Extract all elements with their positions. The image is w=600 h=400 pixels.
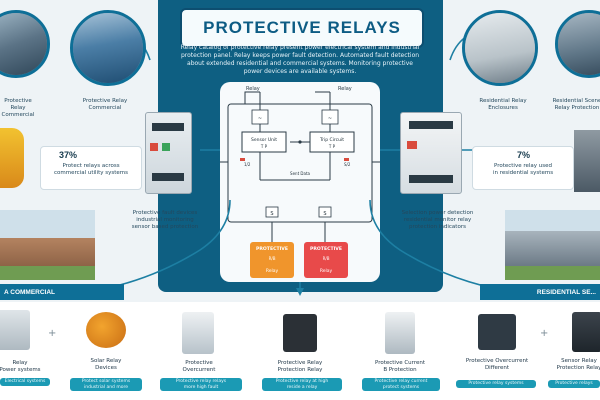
relay-device-left: [145, 112, 192, 194]
caption-right-top2: Residential Scene Relay Protection: [552, 98, 600, 111]
plus-icon: +: [48, 328, 57, 339]
product-name-2: Protective Overcurrent: [182, 360, 216, 373]
product-name-5: Protective Overcurrent Different: [465, 358, 529, 371]
block-right-label: Trip Circuit: [319, 137, 344, 143]
product-image-6: [572, 312, 600, 352]
caption-left-mid: Protective Relay Commercial: [82, 98, 128, 111]
relay-indicator-red: [150, 143, 158, 151]
product-name-4: Protective Current B Protection: [374, 360, 426, 373]
stat-pct-right: 7%: [517, 150, 531, 160]
plus-icon: +: [540, 328, 549, 339]
product-desc-3: Protective relay at high reside a relay: [262, 378, 342, 391]
relay-indicator-green: [162, 143, 170, 151]
circuit-diagram: ~ ~ Relay Relay Sensor Unit T P Trip Cir…: [216, 86, 384, 278]
product-name-6: Sensor Relay Protection Relay: [556, 358, 600, 371]
output-red-title: PROTECTIVE: [310, 246, 342, 252]
relay-text-left: Protective fault devices industrial moni…: [131, 210, 199, 230]
product-desc-5: Protective relay systems: [456, 380, 536, 388]
relay-coil-right: [321, 109, 339, 125]
relay-indicator-red: [407, 141, 417, 149]
banner-left: A COMMERCIAL: [0, 284, 124, 300]
caption-right-top: Residential Relay Enclosures: [479, 98, 527, 111]
label-right: Relay: [338, 86, 352, 92]
relay-device-right: [400, 112, 462, 194]
output-orange-box: [250, 242, 294, 278]
relay-coil-left: [251, 109, 269, 125]
product-desc-4: Protective relay current protect systems: [362, 378, 440, 391]
page-title: PROTECTIVE RELAYS: [203, 18, 401, 37]
switch-right-label: S: [323, 211, 326, 217]
output-orange-mid: R/B: [269, 256, 276, 261]
relay-terminal: [409, 175, 453, 183]
output-red-box: [304, 242, 348, 278]
banner-right: RESIDENTIAL SE...: [480, 284, 600, 300]
product-image-2: [182, 312, 214, 354]
switch-left-label: S: [270, 211, 273, 217]
product-image-3: [283, 314, 317, 352]
output-orange-title: PROTECTIVE: [256, 246, 288, 252]
intro-text: Relay catalog of protective relay presen…: [180, 44, 420, 75]
relay-terminal: [152, 173, 184, 181]
trip-block: [309, 131, 355, 153]
photo-industrial-panel: [0, 10, 50, 78]
product-desc-1: Protect solar systems industrial and mor…: [70, 378, 142, 391]
output-orange-sub: Relay: [266, 268, 279, 274]
product-name-1: Solar Relay Devices: [90, 358, 122, 371]
stat-pct-left: 37%: [59, 150, 78, 160]
small-right: S/2: [344, 162, 351, 167]
block-left-sub: T P: [260, 144, 268, 149]
stat-box-left: 37% Protect relays across commercial uti…: [40, 146, 142, 190]
coil-label: ~: [328, 116, 332, 122]
photo-control-panel: [555, 10, 600, 78]
output-red-mid: R/B: [323, 256, 330, 261]
product-name-3: Protective Relay Protection Relay: [277, 360, 323, 373]
marker: [344, 158, 349, 161]
stat-text-left: Protect relays across commercial utility…: [54, 163, 128, 176]
mid-label: Sent Data: [290, 171, 310, 176]
banner-left-label: A COMMERCIAL: [4, 288, 56, 296]
banner-right-label: RESIDENTIAL SE...: [536, 288, 596, 296]
photo-hand-device: [574, 130, 600, 192]
caption-left-top: Protective Relay Commercial: [1, 98, 35, 118]
arrow-down-icon: [296, 288, 304, 296]
circuit-diagram-card: ~ ~ Relay Relay Sensor Unit T P Trip Cir…: [216, 82, 384, 282]
product-desc-6: Protective relays: [548, 380, 600, 388]
product-image-0: [0, 310, 30, 350]
photo-relay-enclosure: [462, 10, 538, 86]
marker: [240, 158, 245, 161]
sensor-block: [241, 131, 287, 153]
wire-loop: [227, 103, 373, 223]
product-image-4: [385, 312, 415, 354]
product-desc-2: Protective relay relays more high fault: [160, 378, 242, 391]
label-left: Relay: [246, 86, 260, 92]
product-image-5: [478, 314, 516, 350]
block-left-label: Sensor Unit: [251, 137, 277, 143]
switch-right: [318, 206, 332, 218]
relay-text-right: Selection power detection residential mo…: [401, 210, 474, 230]
photo-substation: [70, 10, 146, 86]
photo-worker: [0, 128, 24, 188]
wire: [244, 91, 260, 104]
product-desc-0: Electrical systems: [0, 378, 50, 386]
product-image-1: [86, 312, 126, 348]
title-box: PROTECTIVE RELAYS: [180, 8, 424, 48]
coil-label: ~: [258, 116, 262, 122]
switch-left: [265, 206, 279, 218]
output-red-sub: Relay: [320, 268, 333, 274]
stat-box-right: 7% Protective relay used in residential …: [472, 146, 574, 190]
photo-house: [0, 210, 95, 280]
junction: [298, 140, 302, 144]
product-name-0: Relay Power systems: [0, 360, 41, 373]
stat-text-right: Protective relay used in residential sys…: [492, 163, 554, 176]
relay-terminal: [409, 121, 453, 129]
relay-terminal: [152, 123, 184, 131]
block-right-sub: T P: [328, 144, 336, 149]
small-left: 1/2: [244, 162, 251, 167]
photo-residential-building: [505, 210, 600, 280]
